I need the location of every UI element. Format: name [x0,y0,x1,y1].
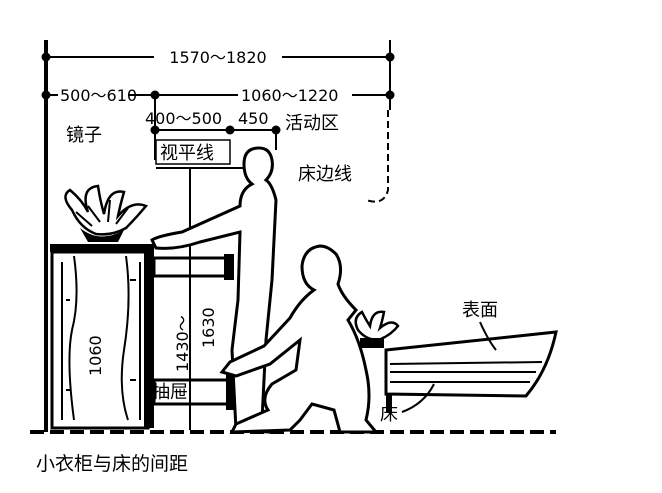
dresser-illustration [50,244,154,430]
bed-edge-line-label: 床边线 [298,164,352,185]
eye-height-high-label: 1630 [199,307,218,348]
surface-label: 表面 [462,300,498,321]
figure-caption: 小衣柜与床的间距 [36,453,188,475]
small-plant-illustration [354,310,400,348]
bed-edge-line-dashed [365,110,389,203]
dimension-row-3 [150,95,281,160]
dimension-reach-zone-label: 400～500 [145,109,222,128]
drawer-bottom [152,370,236,410]
surface-leader-line [479,321,497,351]
dimension-total [41,40,395,110]
drawer-label: 抽屉 [152,382,188,403]
eye-level-box [155,139,231,165]
eye-height-low-label: 1430～ [173,315,192,372]
dimension-activity-zone-label: 1060～1220 [241,86,338,105]
plant-illustration [64,184,149,242]
dimension-total-label: 1570～1820 [169,48,266,67]
drawer-top [152,254,234,280]
bed-illustration [384,330,558,412]
bed-leader-line [401,383,435,413]
crouching-person-silhouette [219,244,380,434]
bed-label: 床 [380,404,398,425]
mirror-label: 镜子 [66,125,102,146]
dimension-mirror-zone-label: 500～610 [60,86,137,105]
dimension-step-zone-label: 450 [238,109,269,128]
eye-level-label: 视平线 [160,143,214,164]
activity-area-label: 活动区 [285,113,339,134]
dresser-height-label: 1060 [86,335,105,376]
